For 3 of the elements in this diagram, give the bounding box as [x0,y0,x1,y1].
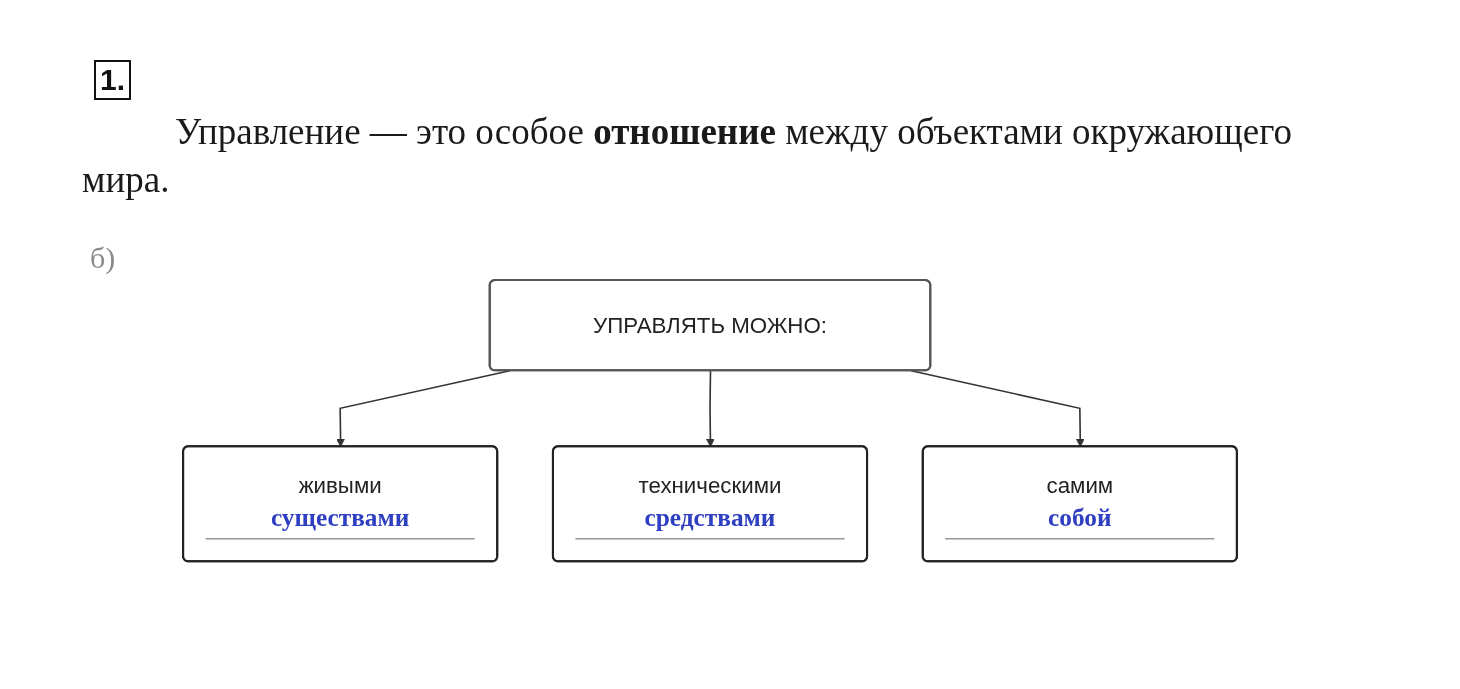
task-text: Управление — это особое отношение между объектами окружающего мира. [82,110,1293,202]
task-number: 1. [94,60,132,100]
item-letter: б) [90,240,116,276]
